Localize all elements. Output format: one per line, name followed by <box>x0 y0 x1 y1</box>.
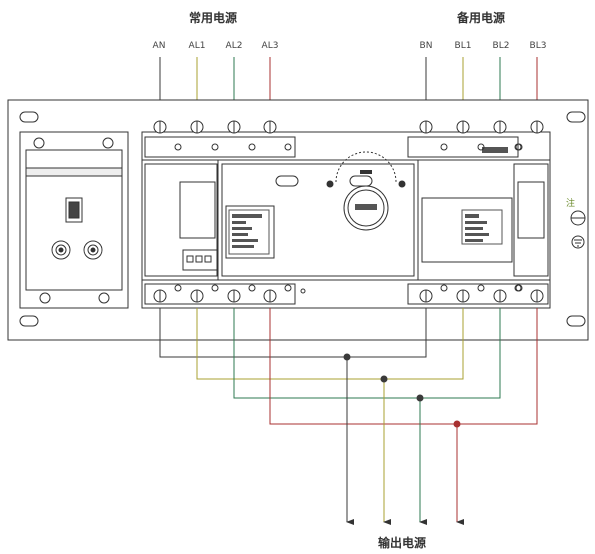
normal-power-title: 常用电源 <box>189 10 237 25</box>
screw-terminal-icon <box>493 289 507 303</box>
aux-connector-icon <box>186 255 212 263</box>
output-wire-l2 <box>233 308 501 399</box>
screw-terminal-icon <box>456 120 470 134</box>
screw-terminal-icon <box>190 120 204 134</box>
output-wire-n <box>159 308 427 358</box>
screw-terminal-group <box>153 120 544 303</box>
panel-slot-top-right <box>566 111 586 123</box>
screw-terminal-icon <box>190 289 204 303</box>
panel-slot-bottom-right <box>566 315 586 327</box>
rocker-switch-icon[interactable] <box>65 197 83 223</box>
screw-terminal-icon <box>153 120 167 134</box>
terminal-label-al3: AL3 <box>262 41 279 51</box>
mounting-screw-icon <box>477 284 485 292</box>
mounting-screw-icon <box>174 284 182 292</box>
output-wire-l3 <box>269 308 538 425</box>
screw-terminal-icon <box>263 289 277 303</box>
screw-terminal-icon <box>153 289 167 303</box>
terminal-label-bl3: BL3 <box>530 41 547 51</box>
screw-terminal-icon <box>227 289 241 303</box>
terminal-label-bn: BN <box>420 41 433 51</box>
junction-n <box>343 353 351 361</box>
output-wires <box>159 308 538 525</box>
side-note-label: 注 <box>566 197 575 209</box>
mounting-screw-icon <box>515 284 523 292</box>
screw-terminal-icon <box>530 289 544 303</box>
earth-icon <box>570 210 586 249</box>
mounting-screw-icon <box>440 143 448 151</box>
controller-module <box>19 131 129 309</box>
mounting-screw-icon <box>515 143 523 151</box>
junction-l1 <box>380 375 388 383</box>
panel-slot-top-left <box>19 111 39 123</box>
output-wire-l1 <box>196 308 464 380</box>
screw-terminal-icon <box>530 120 544 134</box>
terminal-label-bl2: BL2 <box>493 41 510 51</box>
nameplate-left <box>228 209 270 255</box>
mounting-screw-icon <box>284 143 292 151</box>
mounting-screw-icon <box>248 143 256 151</box>
mounting-screw-icon <box>248 284 256 292</box>
screw-terminal-icon <box>493 120 507 134</box>
brand-strip <box>482 147 508 153</box>
mounting-screw-icon <box>174 143 182 151</box>
indicator-light-left-icon <box>51 240 71 260</box>
terminal-label-al1: AL1 <box>189 41 206 51</box>
panel-slot-bottom-left <box>19 315 39 327</box>
incoming-wires <box>159 57 538 123</box>
screw-terminal-icon <box>456 289 470 303</box>
backup-power-title: 备用电源 <box>456 10 505 25</box>
mounting-screw-icon <box>284 284 292 292</box>
panel-hole <box>300 288 306 294</box>
indicator-light-right-icon <box>83 240 103 260</box>
mounting-screw-icon <box>477 143 485 151</box>
mounting-screw-icon <box>211 284 219 292</box>
screw-terminal-icon <box>263 120 277 134</box>
terminal-label-an: AN <box>153 41 166 51</box>
output-power-title: 输出电源 <box>378 535 426 550</box>
terminal-label-bl1: BL1 <box>455 41 472 51</box>
screw-terminal-icon <box>419 120 433 134</box>
mounting-screw-icon <box>440 284 448 292</box>
junction-l3 <box>453 420 461 428</box>
rotary-knob-icon[interactable] <box>326 151 406 231</box>
mounting-screw-icon <box>211 143 219 151</box>
terminal-label-al2: AL2 <box>226 41 243 51</box>
screw-terminal-icon <box>419 289 433 303</box>
nameplate-right <box>461 209 503 245</box>
screw-terminal-icon <box>227 120 241 134</box>
junction-l2 <box>416 394 424 402</box>
